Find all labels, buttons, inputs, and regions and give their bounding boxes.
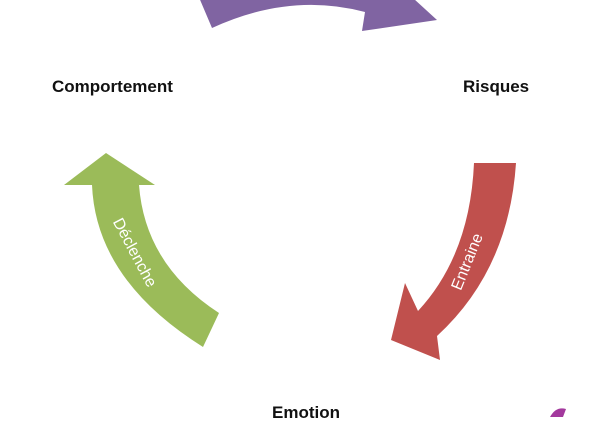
node-risques: Risques (463, 77, 530, 96)
node-emotion: Emotion (272, 403, 340, 422)
arrow-top (200, 0, 437, 31)
arrow-right (391, 163, 516, 360)
node-comportement: Comportement (52, 77, 173, 96)
arrow-left (64, 153, 219, 347)
arrow-fragment (550, 408, 566, 417)
